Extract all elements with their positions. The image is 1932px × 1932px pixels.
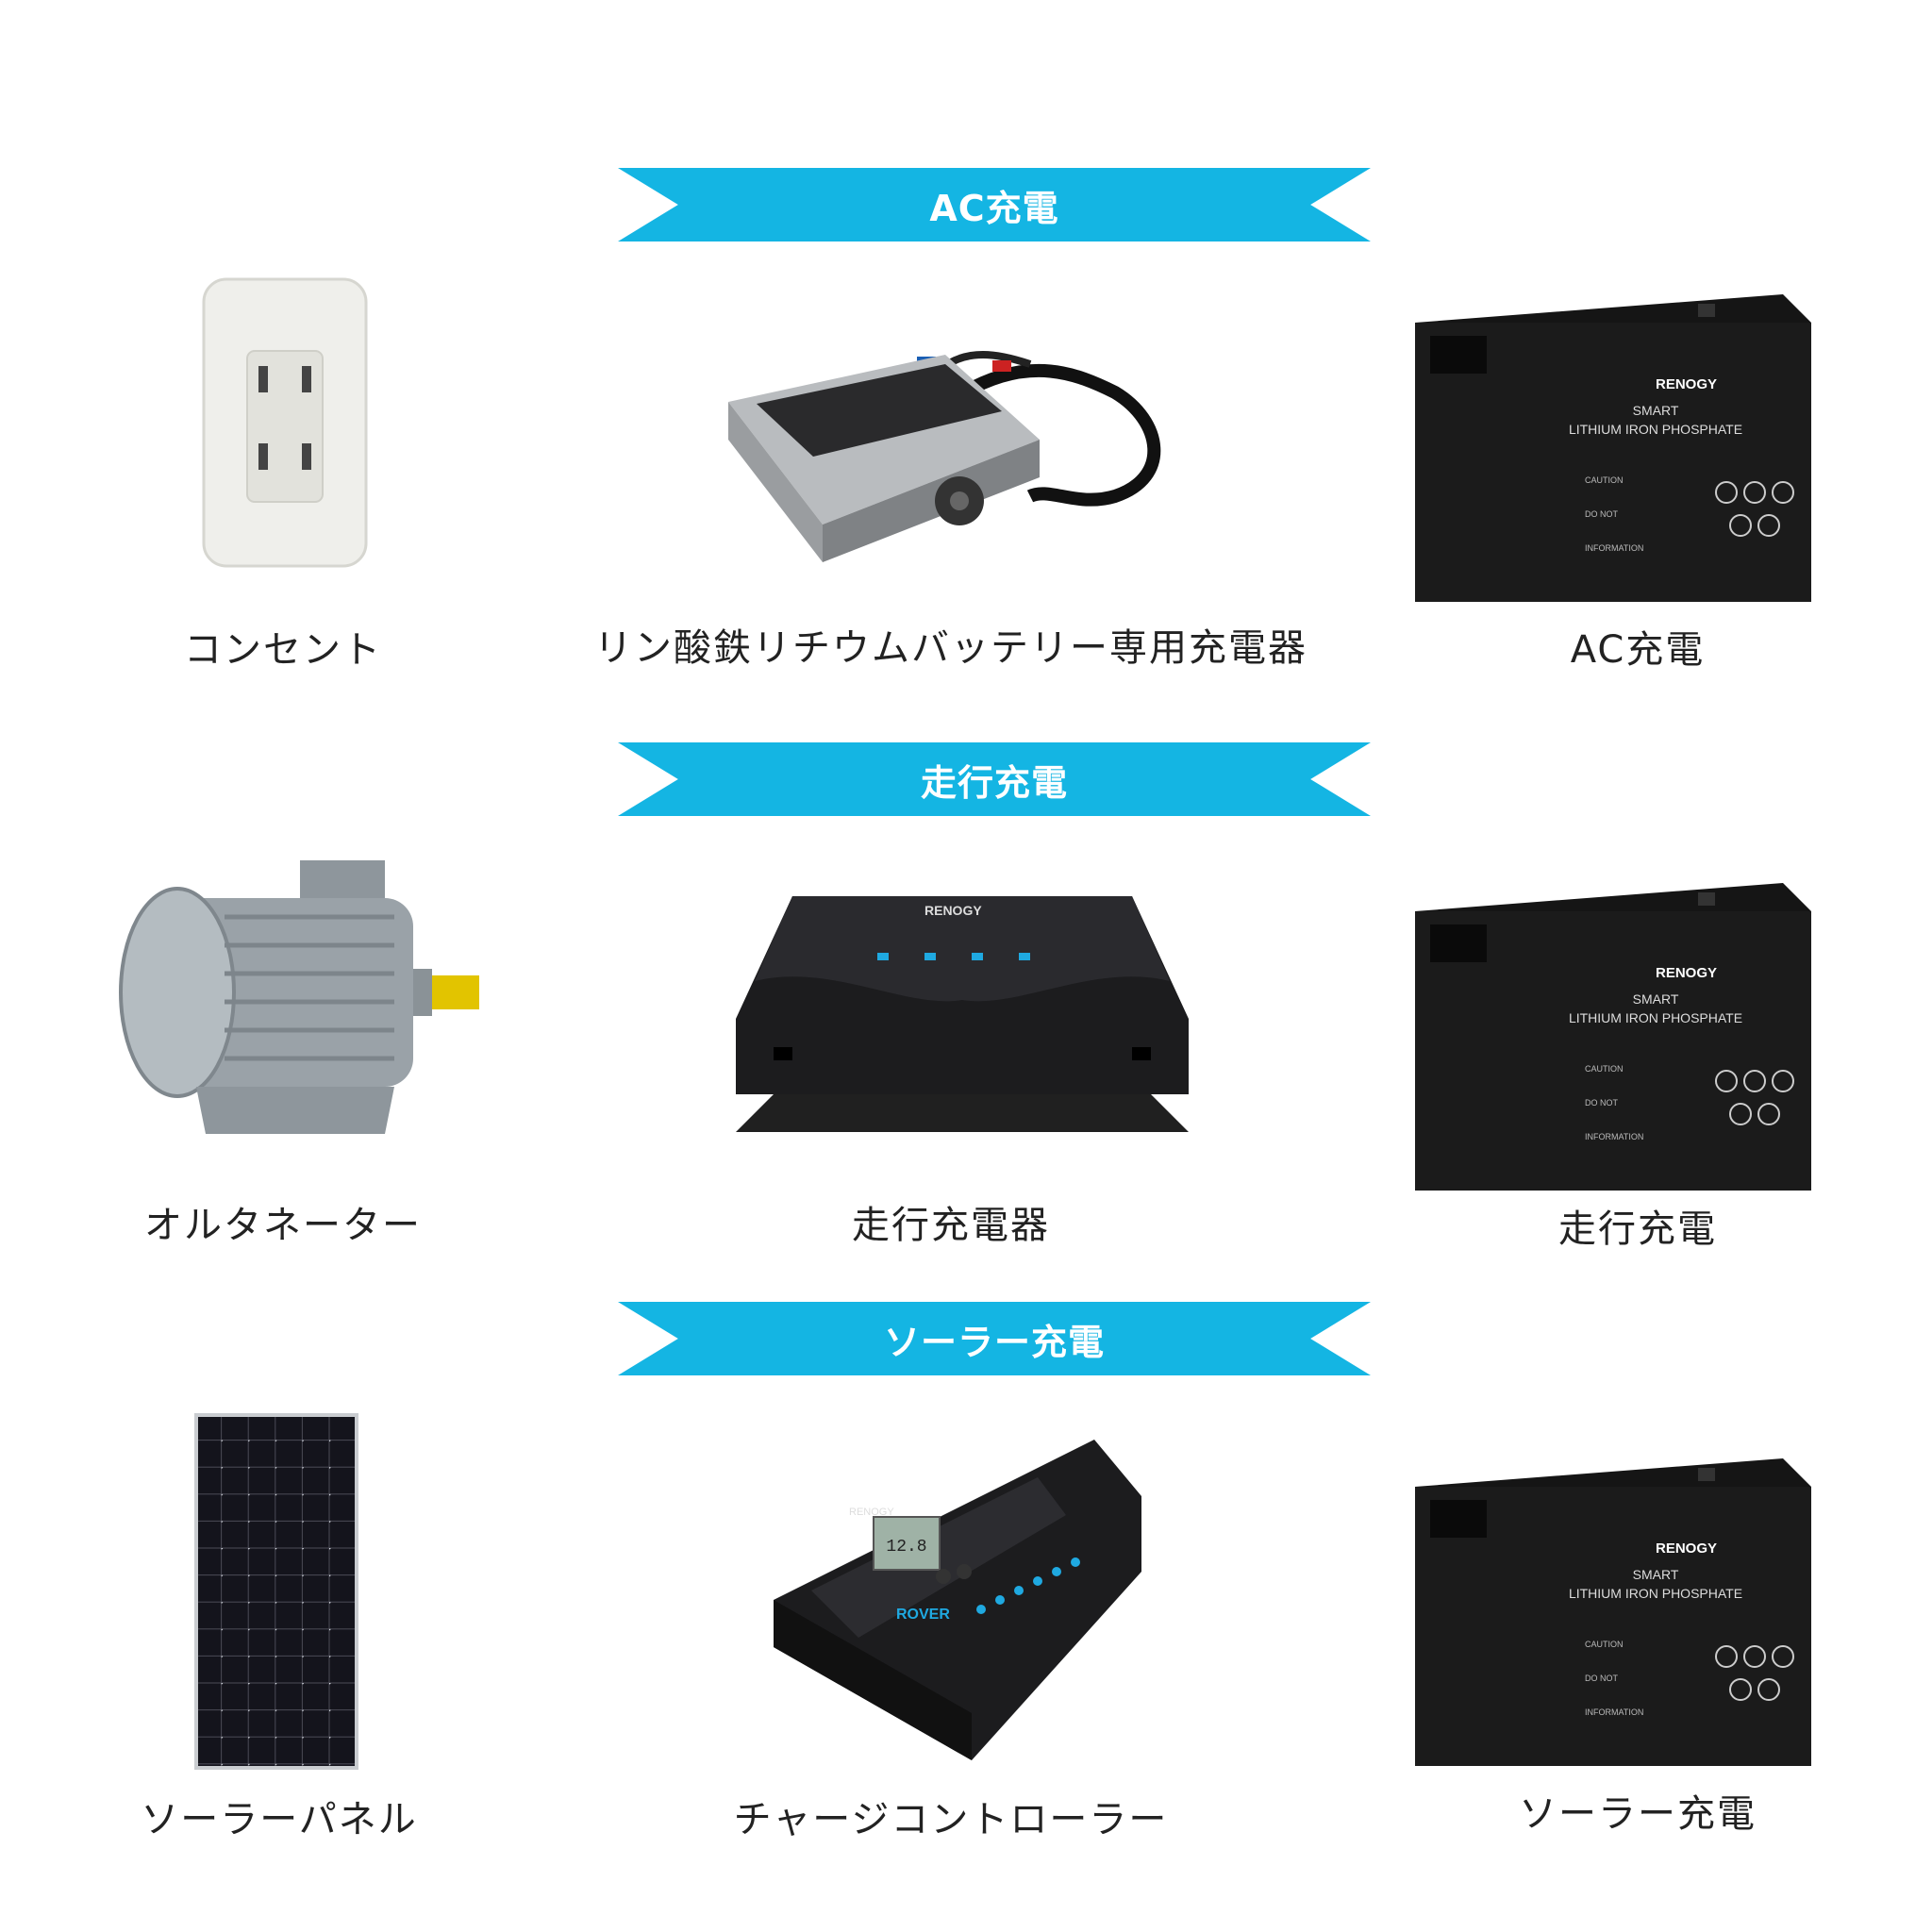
battery-line1: SMART	[1633, 991, 1679, 1007]
lifepo4-battery-icon: RENOGY SMART LITHIUM IRON PHOSPHATE CAUT…	[1415, 883, 1811, 1191]
lifepo4-battery-icon: RENOGY SMART LITHIUM IRON PHOSPHATE CAUT…	[1415, 294, 1811, 602]
section-banner-label: 走行充電	[920, 761, 1068, 804]
battery-warning-donot: DO NOT	[1585, 1674, 1619, 1683]
dc-dc-charger-icon: RENOGY	[736, 887, 1189, 1141]
item-label-solar-panel: ソーラーパネル	[141, 1798, 418, 1841]
battery-warning-info: INFORMATION	[1585, 1707, 1643, 1717]
item-label-battery-driving: 走行充電	[1558, 1208, 1717, 1251]
section-banner-label: ソーラー充電	[883, 1321, 1105, 1363]
battery-warning-caution: CAUTION	[1585, 475, 1624, 485]
section-banner-solar: ソーラー充電	[618, 1302, 1371, 1375]
battery-line2: LITHIUM IRON PHOSPHATE	[1569, 1010, 1742, 1025]
battery-line2: LITHIUM IRON PHOSPHATE	[1569, 422, 1742, 437]
item-label-battery-solar: ソーラー充電	[1519, 1792, 1757, 1836]
dcdc-brand: RENOGY	[924, 903, 982, 918]
alternator-icon	[111, 860, 489, 1162]
item-label-charger: リン酸鉄リチウムバッテリー専用充電器	[594, 626, 1307, 670]
item-label-alternator: オルタネーター	[144, 1204, 422, 1247]
section-banner-driving: 走行充電	[618, 742, 1371, 816]
battery-warning-info: INFORMATION	[1585, 1132, 1643, 1141]
battery-brand: RENOGY	[1656, 965, 1717, 981]
controller-brand: RENOGY	[849, 1507, 894, 1518]
section-banner-ac: AC充電	[618, 168, 1371, 242]
battery-line1: SMART	[1633, 1567, 1679, 1582]
wall-outlet-icon	[200, 275, 370, 570]
battery-line1: SMART	[1633, 403, 1679, 418]
item-label-outlet: コンセント	[184, 628, 382, 672]
charge-controller-icon: RENOGY 12.8 ROVER	[755, 1440, 1141, 1760]
item-label-battery-ac: AC充電	[1570, 628, 1706, 672]
battery-warning-caution: CAUTION	[1585, 1640, 1624, 1649]
item-label-dcdc: 走行充電器	[852, 1204, 1050, 1247]
battery-warning-donot: DO NOT	[1585, 509, 1619, 519]
battery-brand: RENOGY	[1656, 1541, 1717, 1557]
section-banner-label: AC充電	[929, 187, 1059, 229]
item-label-charge-controller: チャージコントローラー	[733, 1798, 1169, 1841]
battery-warning-caution: CAUTION	[1585, 1064, 1624, 1074]
solar-panel-icon	[194, 1413, 358, 1770]
battery-charger-icon	[719, 336, 1191, 572]
battery-warning-donot: DO NOT	[1585, 1098, 1619, 1108]
controller-model: ROVER	[896, 1607, 950, 1623]
controller-display: 12.8	[886, 1538, 926, 1557]
lifepo4-battery-icon: RENOGY SMART LITHIUM IRON PHOSPHATE CAUT…	[1415, 1458, 1811, 1766]
battery-brand: RENOGY	[1656, 376, 1717, 392]
battery-line2: LITHIUM IRON PHOSPHATE	[1569, 1586, 1742, 1601]
battery-warning-info: INFORMATION	[1585, 543, 1643, 553]
